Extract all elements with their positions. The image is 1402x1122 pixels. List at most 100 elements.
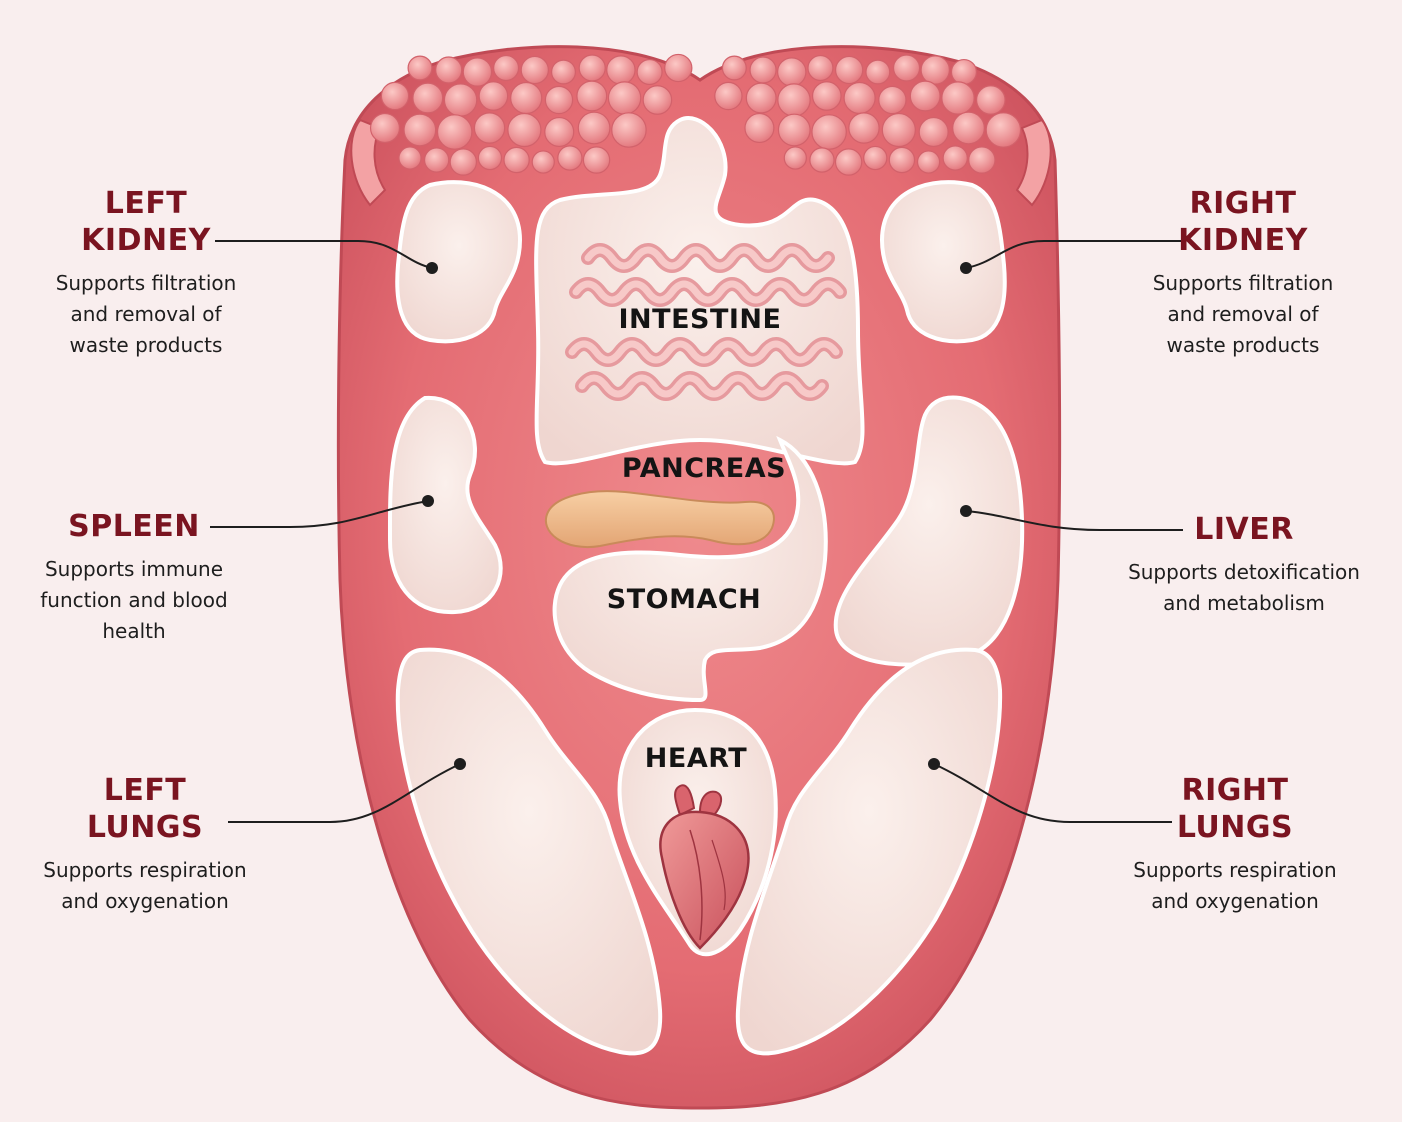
left-lungs-title-2: LUNGS bbox=[86, 810, 204, 845]
papilla-bump bbox=[503, 146, 530, 174]
left-curl bbox=[350, 118, 387, 207]
leader-lines bbox=[210, 240, 1186, 823]
spleen-title: SPLEEN bbox=[68, 509, 200, 544]
intestine-coil bbox=[568, 340, 840, 364]
papilla-bump bbox=[714, 81, 743, 111]
left-lungs-desc-2: and oxygenation bbox=[61, 889, 229, 913]
right-lungs-zone bbox=[735, 647, 1003, 1056]
papillae-bumps bbox=[369, 53, 1022, 176]
papilla-bump bbox=[636, 58, 663, 86]
right-kidney-zone bbox=[879, 180, 1007, 344]
right-kidney-desc-2: and removal of bbox=[1167, 302, 1319, 326]
spleen-zone bbox=[387, 395, 503, 615]
papilla-bump bbox=[783, 146, 807, 170]
left-lungs-desc-1: Supports respiration bbox=[43, 858, 247, 882]
intestine-coil bbox=[578, 374, 826, 398]
papilla-bump bbox=[477, 145, 503, 171]
left-kidney-title-1: LEFT bbox=[104, 186, 188, 221]
left-kidney-desc-1: Supports filtration bbox=[55, 271, 237, 295]
papilla-bump bbox=[749, 56, 777, 84]
papilla-bump bbox=[369, 112, 401, 144]
papilla-bump bbox=[878, 85, 907, 115]
left-kidney-title-2: KIDNEY bbox=[81, 223, 211, 258]
leader-dots bbox=[422, 262, 972, 770]
papilla-bump bbox=[968, 146, 996, 174]
papilla-bump bbox=[435, 56, 463, 84]
papilla-bump bbox=[985, 112, 1022, 148]
papilla-bump bbox=[520, 55, 549, 85]
right-lungs-desc-2: and oxygenation bbox=[1151, 889, 1319, 913]
left-kidney-desc-2: and removal of bbox=[70, 302, 222, 326]
papilla-bump bbox=[576, 80, 608, 112]
right-lungs-callout: RIGHT LUNGS Supports respiration and oxy… bbox=[1126, 772, 1344, 917]
papilla-bump bbox=[443, 83, 478, 117]
right-lungs-desc-1: Supports respiration bbox=[1133, 858, 1337, 882]
papilla-bump bbox=[777, 57, 807, 87]
spleen-desc-2: function and blood bbox=[40, 588, 228, 612]
papilla-bump bbox=[380, 81, 410, 111]
liver-desc-2: and metabolism bbox=[1163, 591, 1325, 615]
papilla-bump bbox=[809, 147, 835, 173]
right-kidney-desc-3: waste products bbox=[1166, 333, 1320, 357]
papilla-bump bbox=[777, 113, 811, 147]
papilla-bump bbox=[473, 112, 506, 144]
papilla-bump bbox=[888, 146, 916, 174]
papilla-bump bbox=[745, 82, 777, 114]
papilla-bump bbox=[577, 111, 611, 145]
papilla-bump bbox=[950, 58, 978, 86]
papilla-bump bbox=[449, 148, 478, 176]
papilla-bump bbox=[909, 80, 941, 112]
papilla-bump bbox=[811, 114, 847, 150]
papilla-bump bbox=[920, 55, 950, 85]
left-kidney-desc-3: waste products bbox=[69, 333, 223, 357]
papilla-bump bbox=[811, 81, 842, 111]
left-lungs-zone bbox=[395, 647, 663, 1056]
papilla-bump bbox=[606, 55, 636, 85]
papilla-bump bbox=[611, 112, 647, 148]
intestine-label: INTESTINE bbox=[619, 304, 782, 335]
papilla-bump bbox=[582, 146, 611, 174]
papilla-bump bbox=[403, 113, 437, 147]
papilla-bump bbox=[892, 54, 921, 82]
papilla-bump bbox=[436, 114, 473, 150]
papilla-bump bbox=[744, 112, 775, 144]
papilla-bump bbox=[834, 55, 864, 85]
papilla-bump bbox=[578, 54, 606, 82]
papilla-bump bbox=[478, 81, 509, 111]
papilla-bump bbox=[807, 54, 834, 82]
heart-label: HEART bbox=[645, 743, 748, 774]
papilla-bump bbox=[881, 112, 916, 148]
heart-illustration bbox=[659, 784, 750, 950]
left-lungs-callout: LEFT LUNGS Supports respiration and oxyg… bbox=[40, 772, 250, 917]
left-kidney-callout: LEFT KIDNEY Supports filtration and remo… bbox=[46, 185, 246, 361]
pancreas-label: PANCREAS bbox=[622, 453, 786, 484]
right-kidney-title-1: RIGHT bbox=[1189, 186, 1297, 221]
papilla-bump bbox=[412, 82, 444, 114]
papilla-bump bbox=[975, 85, 1006, 115]
right-kidney-title-2: KIDNEY bbox=[1178, 223, 1308, 258]
papilla-bump bbox=[510, 81, 543, 115]
papilla-bump bbox=[642, 85, 673, 115]
papilla-bump bbox=[952, 111, 985, 145]
liver-callout: LIVER Supports detoxification and metabo… bbox=[1118, 511, 1370, 619]
papilla-bump bbox=[863, 145, 888, 171]
right-lungs-title-2: LUNGS bbox=[1176, 810, 1294, 845]
papilla-bump bbox=[544, 116, 575, 148]
liver-desc-1: Supports detoxification bbox=[1128, 560, 1360, 584]
papilla-bump bbox=[777, 83, 811, 117]
papilla-bump bbox=[531, 150, 555, 174]
pancreas-shape bbox=[545, 490, 775, 549]
papilla-bump bbox=[848, 112, 880, 144]
papilla-bump bbox=[423, 147, 450, 173]
papilla-bump bbox=[507, 112, 542, 148]
papilla-bump bbox=[550, 59, 576, 85]
right-curl bbox=[1015, 118, 1052, 207]
papilla-bump bbox=[942, 145, 968, 171]
spleen-callout: SPLEEN Supports immune function and bloo… bbox=[28, 508, 240, 647]
papilla-bump bbox=[865, 59, 891, 85]
left-kidney-zone bbox=[395, 180, 523, 344]
papilla-bump bbox=[607, 81, 642, 115]
papilla-bump bbox=[834, 148, 863, 176]
right-lungs-title-1: RIGHT bbox=[1181, 773, 1289, 808]
papilla-bump bbox=[664, 53, 693, 83]
